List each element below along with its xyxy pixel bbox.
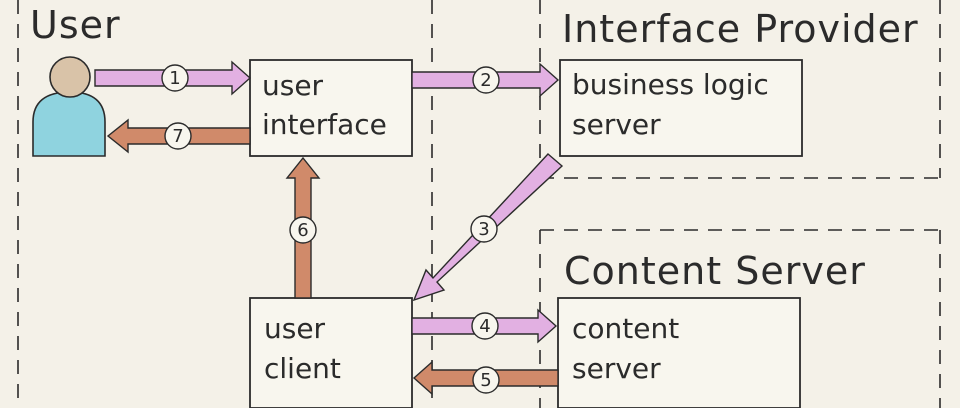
user-region-title: User	[30, 3, 121, 47]
step-6-circle	[289, 216, 317, 244]
user-client-box	[249, 297, 413, 408]
business-logic-server-label-line2: server	[572, 108, 661, 141]
step-7-label: 7	[172, 126, 183, 147]
step-5-label: 5	[480, 370, 491, 391]
business-logic-server-label-line1: business logic	[572, 68, 769, 101]
user-icon	[32, 56, 106, 157]
step-2-circle	[472, 66, 500, 94]
step-4-circle	[471, 312, 499, 340]
step-1-circle	[161, 64, 189, 92]
user-client-label-line1: user	[264, 312, 326, 345]
step-6-label: 6	[297, 220, 308, 241]
step-2-label: 2	[480, 70, 491, 91]
step-7-circle	[164, 122, 192, 150]
user-interface-label-line2: interface	[262, 108, 387, 141]
content-server-box	[557, 297, 801, 408]
content-server-label-line1: content	[572, 312, 679, 345]
content-server-label-line2: server	[572, 352, 661, 385]
user-interface-box	[249, 59, 413, 157]
user-head	[49, 56, 91, 98]
user-body	[32, 91, 106, 157]
step-3-circle	[470, 215, 498, 243]
step-4-label: 4	[479, 316, 490, 337]
interface-provider-title: Interface Provider	[562, 7, 919, 51]
step-1-label: 1	[169, 68, 180, 89]
business-logic-server-box	[559, 59, 803, 157]
step-5-circle	[472, 366, 500, 394]
content-server-region-title: Content Server	[564, 249, 866, 293]
step-3-label: 3	[478, 219, 489, 240]
user-client-label-line2: client	[264, 352, 341, 385]
user-interface-label-line1: user	[262, 69, 324, 102]
